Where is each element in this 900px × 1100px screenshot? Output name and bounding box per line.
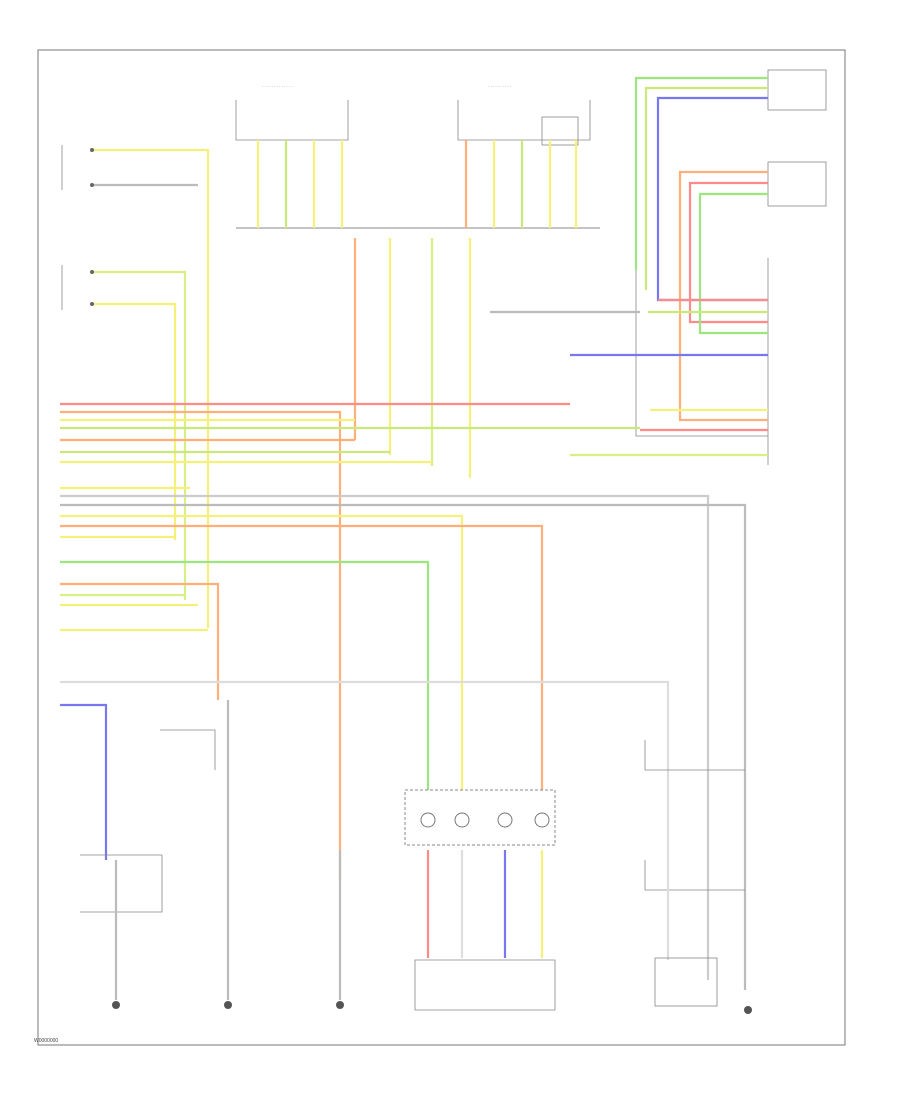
bottom-sensor-center <box>336 850 344 1009</box>
diagram-footer-tag: W0000000 <box>34 1038 59 1044</box>
left-sensors <box>61 145 94 310</box>
right-component-box-1 <box>767 69 827 111</box>
wires-top <box>92 76 768 628</box>
top-left-connector-block: · · · · · · · · · · · · · <box>235 84 600 229</box>
right-component-box-2 <box>767 161 827 207</box>
top-right-connector-block: · · · · · · · · · · <box>457 84 591 146</box>
central-module <box>404 789 556 1011</box>
diagram-border <box>37 49 846 1046</box>
top-right-connector-caption: · · · · · · · · · · <box>488 84 511 89</box>
bottom-switch-center-left <box>160 700 232 1009</box>
top-left-connector-caption: · · · · · · · · · · · · · <box>262 84 293 89</box>
right-bottom-module <box>644 740 752 1014</box>
wires-middle-bus <box>60 402 747 990</box>
bottom-switch-left <box>80 854 163 1009</box>
